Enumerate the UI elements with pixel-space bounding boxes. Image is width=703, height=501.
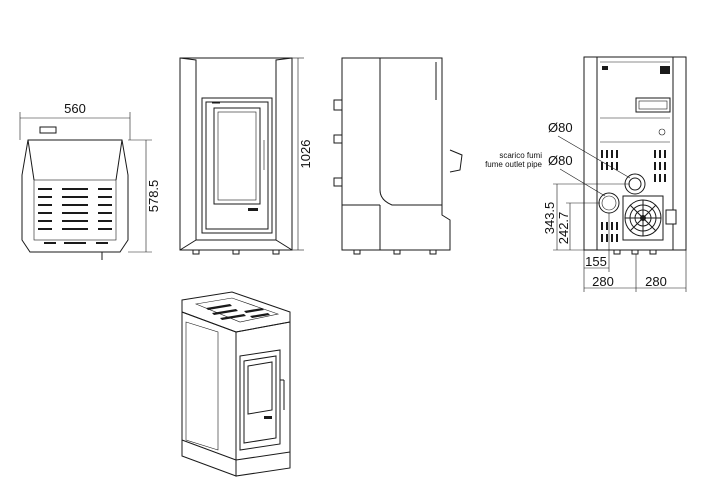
h2-label: 242.7 — [556, 212, 571, 245]
top-width-label: 560 — [64, 101, 86, 116]
half-right-label: 280 — [645, 274, 667, 289]
fan-icon — [622, 195, 664, 241]
h1-label: 343.5 — [542, 202, 557, 235]
top-view: 560 578.5 — [19, 101, 161, 260]
top-depth-label: 578.5 — [146, 180, 161, 213]
top-vent-slots — [38, 188, 112, 244]
rear-view: Ø80 scarico fumi fume outlet pipe Ø80 34… — [485, 56, 687, 292]
fume-label-en: fume outlet pipe — [485, 160, 542, 169]
half-left-label: 280 — [592, 274, 614, 289]
side-view — [333, 57, 463, 255]
rear-vent-grid — [601, 150, 666, 242]
isometric-view — [181, 291, 291, 477]
offset-label: 155 — [585, 254, 607, 269]
iso-top-vents — [206, 304, 270, 320]
front-view: 1026 — [179, 57, 313, 255]
flue-top-label: Ø80 — [548, 120, 573, 135]
flue-mid-label: Ø80 — [548, 153, 573, 168]
fume-label-it: scarico fumi — [499, 151, 542, 160]
front-height-label: 1026 — [298, 140, 313, 169]
